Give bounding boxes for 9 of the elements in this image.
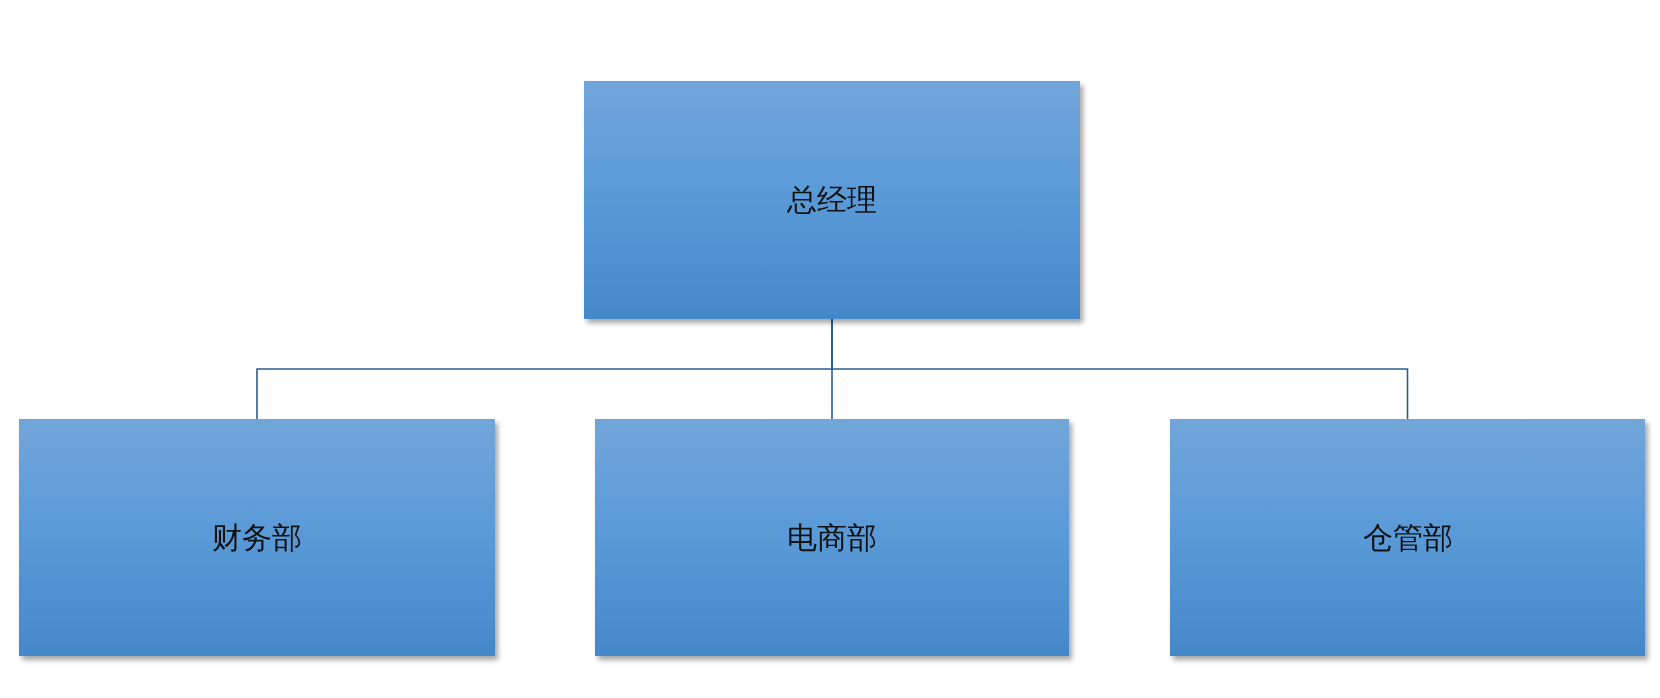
connector-line — [831, 318, 1409, 420]
org-box — [1170, 419, 1645, 656]
node-label: 财务部 — [212, 519, 302, 556]
org-box — [19, 419, 495, 656]
node-label: 电商部 — [787, 519, 877, 556]
org-box — [595, 419, 1069, 656]
node-label: 仓管部 — [1362, 519, 1453, 556]
node-label: 总经理 — [787, 182, 877, 218]
org-box — [584, 81, 1080, 319]
